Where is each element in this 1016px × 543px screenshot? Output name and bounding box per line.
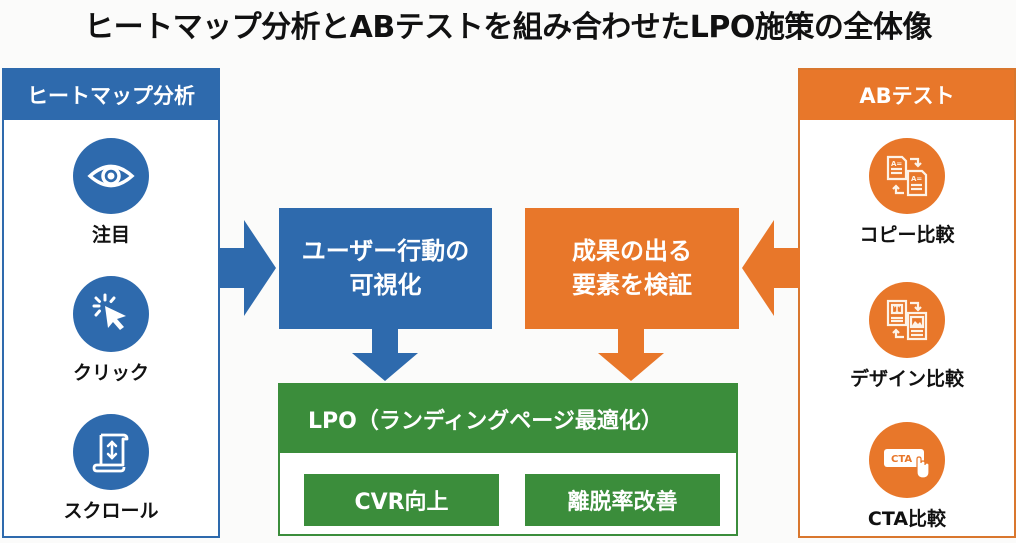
box-line: 要素を検証 [572, 270, 692, 299]
svg-text:A=: A= [911, 175, 922, 183]
heatmap-analysis-panel: ヒートマップ分析 注目 クリック [2, 68, 220, 538]
item-label: デザイン比較 [849, 368, 964, 390]
heatmap-panel-header: ヒートマップ分析 [4, 70, 218, 120]
item-label: CTA比較 [867, 508, 947, 530]
arrow-left-icon [742, 220, 800, 316]
ab-test-panel-header: ABテスト [800, 70, 1014, 120]
item-label: 注目 [91, 224, 130, 246]
cta-icon-text: CTA [891, 454, 912, 465]
user-behavior-visualization-box: ユーザー行動の 可視化 [279, 208, 492, 329]
ab-item-copy: A= A= コピー比較 [800, 138, 1014, 247]
lpo-box: LPO（ランディングページ最適化） CVR向上 離脱率改善 [278, 383, 738, 536]
ab-item-cta: CTA CTA比較 [800, 422, 1014, 531]
item-label: スクロール [63, 500, 159, 522]
cta-button-icon: CTA [869, 422, 945, 498]
svg-text:A=: A= [891, 160, 902, 168]
box-line: 成果の出る [572, 236, 692, 265]
heatmap-item-attention: 注目 [4, 138, 218, 247]
box-line: ユーザー行動の [301, 236, 470, 265]
arrow-down-blue-icon [352, 329, 418, 381]
diagram-title: ヒートマップ分析とABテストを組み合わせたLPO施策の全体像 [84, 10, 932, 45]
copy-compare-icon: A= A= [869, 138, 945, 214]
eye-icon [73, 138, 149, 214]
ab-test-panel: ABテスト A= A= コピー比較 [798, 68, 1016, 538]
element-verification-box: 成果の出る 要素を検証 [525, 208, 739, 329]
item-label: コピー比較 [859, 224, 955, 246]
outcome-cvr: CVR向上 [304, 474, 499, 526]
heatmap-item-click: クリック [4, 276, 218, 385]
scroll-icon [73, 414, 149, 490]
item-label: クリック [72, 362, 149, 384]
outcome-bounce-rate: 離脱率改善 [525, 474, 720, 526]
arrow-down-orange-icon [598, 329, 664, 381]
box-line: 可視化 [349, 270, 422, 299]
ab-item-design: T デザイン比較 [800, 282, 1014, 391]
lpo-header: LPO（ランディングページ最適化） [280, 385, 736, 453]
arrow-right-icon [218, 220, 276, 316]
cursor-click-icon [73, 276, 149, 352]
design-compare-icon: T [869, 282, 945, 358]
heatmap-item-scroll: スクロール [4, 414, 218, 523]
svg-text:T: T [894, 304, 900, 314]
